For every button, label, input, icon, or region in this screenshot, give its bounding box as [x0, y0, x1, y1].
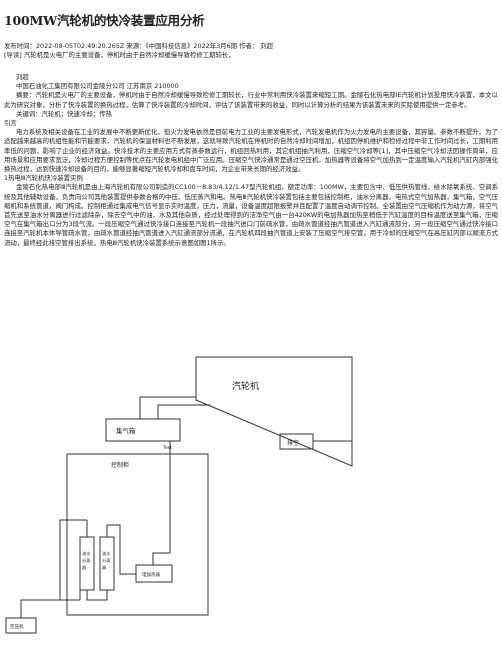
intro-heading: 引言 [4, 119, 17, 128]
author-affiliation: 中国石油化工集团有限公司金陵分公司 江苏南京 210000 [16, 82, 179, 91]
section-body: 金陵石化热电部Ⅲ汽轮机是由上海汽轮机有限公司制造的CC100－8.83/4.12… [4, 183, 498, 247]
test-label: Test [162, 445, 172, 451]
control-cabinet-box [66, 453, 209, 616]
system-diagram: 汽轮机 排空 集气箱 Test 控制柜 电加热器 空压机 油水 分离 器 油水 … [5, 356, 353, 634]
heater-label: 电加热器 [142, 571, 160, 578]
sep1-line3: 器 [82, 565, 87, 571]
article-guide: [导读] 汽轮机是火电厂的主要设备，停机时由于自然冷却缓慢导致检修工期较长， [4, 51, 235, 59]
sep2-line2: 分离 [102, 557, 110, 564]
svg-text:油水 分离 器: 油水 分离 器 [102, 550, 112, 571]
sep2-line3: 器 [102, 565, 107, 571]
turbine-label: 汽轮机 [232, 380, 259, 392]
separator-2-label: 油水 分离 器 [102, 550, 112, 571]
article-title: 100MW汽轮机的快冷装置应用分析 [4, 13, 205, 28]
sep1-line2: 分离 [82, 557, 90, 564]
section-heading: 1热电Ⅲ汽轮机快冷装置实例 [4, 174, 83, 183]
sep2-line1: 油水 [102, 550, 111, 557]
turbine-shape [195, 356, 353, 467]
svg-text:油水 分离 器: 油水 分离 器 [82, 550, 92, 571]
header-box [105, 418, 181, 442]
exhaust-label: 排空 [287, 439, 299, 447]
intro-body: 电力系统及相关设备在工业的发展中不断更新优化，但火力发电依然是目前电力工业的主要… [4, 128, 498, 174]
keywords: 关键词：汽轮机；快速冷却；传热 [16, 109, 112, 118]
separator-1-label: 油水 分离 器 [82, 550, 92, 571]
header-label: 集气箱 [116, 426, 136, 435]
author-name: 刘超 [16, 73, 29, 81]
compressor-label: 空压机 [10, 623, 24, 630]
abstract: 摘要：汽轮机是火电厂的主要设备，停机时由于自然冷却缓慢导致检修工期较长，行业中常… [4, 91, 498, 109]
cabinet-label: 控制柜 [111, 461, 129, 469]
separator-2-box [99, 536, 115, 591]
sep1-line1: 油水 [82, 550, 91, 557]
separator-1-box [79, 536, 95, 591]
article-meta: 发布时间：2022-08-05T02:49:20.265Z 来源：《中国科技信息… [4, 42, 274, 50]
